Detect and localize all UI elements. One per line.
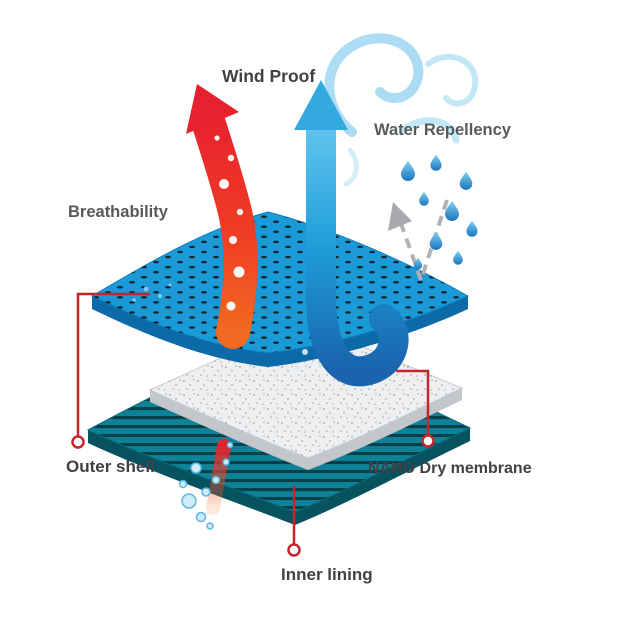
breathability-arrow-dots bbox=[214, 135, 245, 311]
inner-lining-label: Inner lining bbox=[281, 565, 373, 584]
outer-shell-label: Outer shell bbox=[66, 457, 155, 476]
membrane-side bbox=[150, 388, 462, 470]
breathability-arrowhead bbox=[186, 84, 239, 134]
breathability-label: Breathability bbox=[68, 203, 169, 221]
breathability-arrow bbox=[186, 84, 258, 349]
leader-line-inner-lining bbox=[287, 486, 301, 557]
nano-dry-membrane-label: NANO Dry membrane bbox=[368, 460, 532, 477]
wind-proof-arrow bbox=[294, 80, 409, 387]
outer-shell-layer bbox=[90, 211, 470, 367]
inner-lining-side bbox=[88, 428, 470, 525]
water-repellency-arrowhead bbox=[388, 202, 412, 231]
leader-line-outer-shell bbox=[71, 292, 150, 449]
breathability-bubbles bbox=[178, 439, 234, 530]
leader-line-membrane bbox=[396, 369, 435, 448]
shell-surface-dots bbox=[132, 283, 172, 302]
wind-proof-arrowhead bbox=[294, 80, 348, 130]
water-repellency-label: Water Repellency bbox=[374, 121, 512, 139]
wind-proof-label: Wind Proof bbox=[222, 66, 315, 86]
water-droplets bbox=[401, 154, 478, 270]
wind-swirls-decoration bbox=[324, 33, 479, 187]
